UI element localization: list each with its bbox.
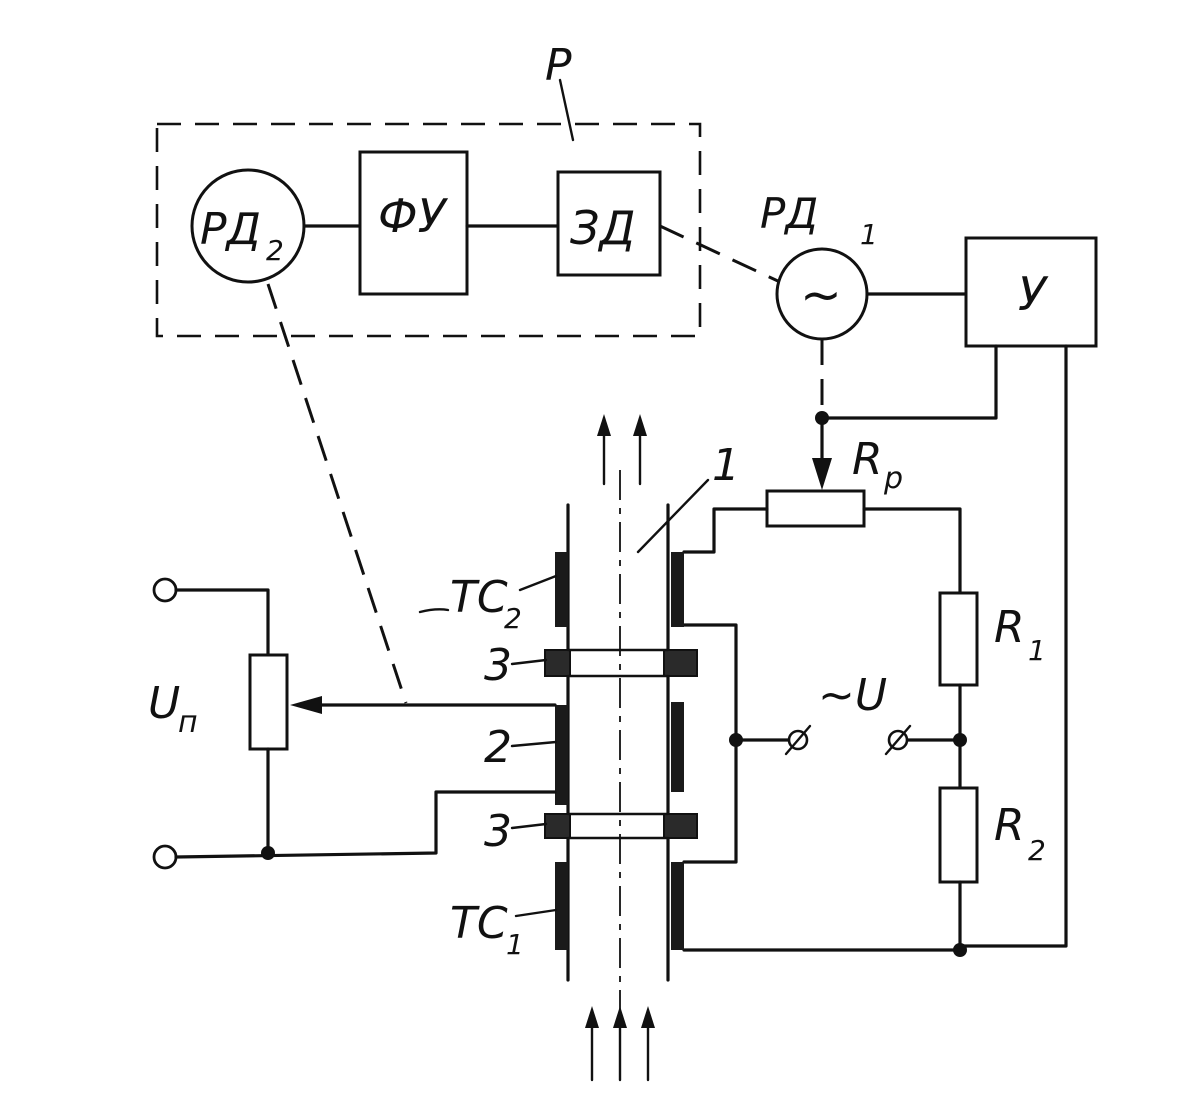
regulator-label: Р — [545, 40, 572, 91]
wire-tc2-to-rp — [682, 507, 769, 554]
r1-label: R — [994, 602, 1025, 653]
tc1-coil-right — [671, 862, 684, 950]
heater-2-coil-right — [671, 702, 684, 792]
mechanical-link-rd2-pot — [266, 283, 408, 704]
r2-label: R — [994, 800, 1025, 851]
tc2-leader — [518, 574, 558, 592]
rp-slider-arrow — [812, 458, 832, 490]
junction-un-bottom — [261, 846, 275, 860]
wire-un-top — [174, 588, 270, 657]
rd1-symbol: ~ — [800, 266, 842, 324]
r2-label-sub: 2 — [1028, 834, 1046, 867]
heater-2-label: 2 — [484, 722, 512, 773]
un-terminal-top — [152, 577, 178, 603]
un-potentiometer — [248, 653, 289, 751]
wire-amplifier-to-slider — [820, 344, 998, 420]
junction-right-bridge — [953, 733, 967, 747]
fu-label: ФУ — [378, 189, 449, 243]
flow-arrowhead-bottom-right — [641, 1006, 655, 1028]
un-terminal-bottom — [152, 844, 178, 870]
ring-3-top-left — [544, 649, 571, 677]
tc2-label-sub: 2 — [504, 602, 522, 635]
zd-block — [556, 170, 662, 277]
ring-3-bottom-left — [544, 813, 571, 839]
rp-label-sub: р — [883, 461, 903, 496]
ring-3-top-leader — [510, 658, 548, 666]
regulator-leader — [558, 78, 575, 142]
amplifier-block — [964, 236, 1098, 348]
rd2-label: РД — [200, 204, 261, 255]
flow-arrowhead-top-left — [597, 414, 611, 436]
heater-2-leader — [510, 740, 558, 748]
wire-amplifier-to-bridge — [958, 344, 1068, 948]
r1-label-sub: 1 — [1028, 634, 1046, 667]
tc2-tick — [418, 608, 450, 614]
r1-resistor — [938, 591, 979, 687]
ring-3-bottom-leader — [510, 822, 548, 830]
regulator-frame — [155, 122, 702, 338]
ring-3-top-label: 3 — [484, 640, 512, 691]
rd1-label: РД — [760, 189, 818, 238]
tc2-label: ТС — [450, 572, 508, 623]
flow-arrowhead-bottom-mid — [613, 1006, 627, 1028]
rd2-label-sub: 2 — [266, 234, 284, 267]
tc2-coil-right — [671, 552, 684, 627]
ac-terminal-left-slash — [784, 724, 812, 756]
flow-arrowhead-top-right — [633, 414, 647, 436]
pipe-number-leader — [636, 478, 710, 554]
ring-3-top-right — [663, 649, 698, 677]
tc1-label: ТС — [450, 898, 508, 949]
pipe-number-label: 1 — [712, 440, 740, 491]
zd-label: ЗД — [570, 201, 635, 255]
fu-block — [358, 150, 469, 296]
wire-rp-to-r1 — [862, 507, 962, 595]
amplifier-label: У — [1018, 267, 1049, 321]
tc1-label-sub: 1 — [506, 928, 524, 961]
un-label: U — [148, 678, 180, 729]
rd1-label-sub: 1 — [860, 218, 878, 251]
rp-label: R — [852, 434, 883, 485]
ring-3-bottom-label: 3 — [484, 806, 512, 857]
tc2-coil-left — [555, 552, 568, 627]
pot-wiper-arrow — [290, 696, 322, 714]
flow-arrowhead-bottom-left — [585, 1006, 599, 1028]
tc1-leader — [514, 908, 558, 918]
ac-terminal-right-slash — [884, 724, 912, 756]
ring-3-bottom-right — [663, 813, 698, 839]
un-label-sub: п — [178, 705, 198, 740]
mechanical-link-zd-rd1 — [659, 224, 781, 284]
r2-resistor — [938, 786, 979, 884]
ac-source-label: ~U — [818, 670, 887, 721]
wire-un-bottom — [174, 790, 557, 859]
heater-2-coil-left — [555, 705, 568, 805]
rp-resistor — [765, 489, 866, 528]
tc1-coil-left — [555, 862, 568, 950]
